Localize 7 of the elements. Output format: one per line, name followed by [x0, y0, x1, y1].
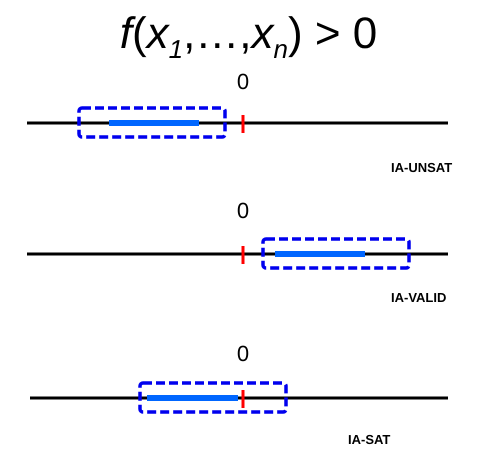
case-label: IA-UNSAT — [391, 160, 452, 176]
zero-label: 0 — [236, 342, 250, 366]
zero-label: 0 — [236, 70, 250, 94]
case-label: IA-VALID — [391, 290, 446, 306]
formula-title: f(x$_{1}$,…,x$_{n}$) > 0 — [118, 8, 378, 66]
zero-label: 0 — [236, 199, 250, 223]
case-label: IA-SAT — [348, 432, 390, 448]
